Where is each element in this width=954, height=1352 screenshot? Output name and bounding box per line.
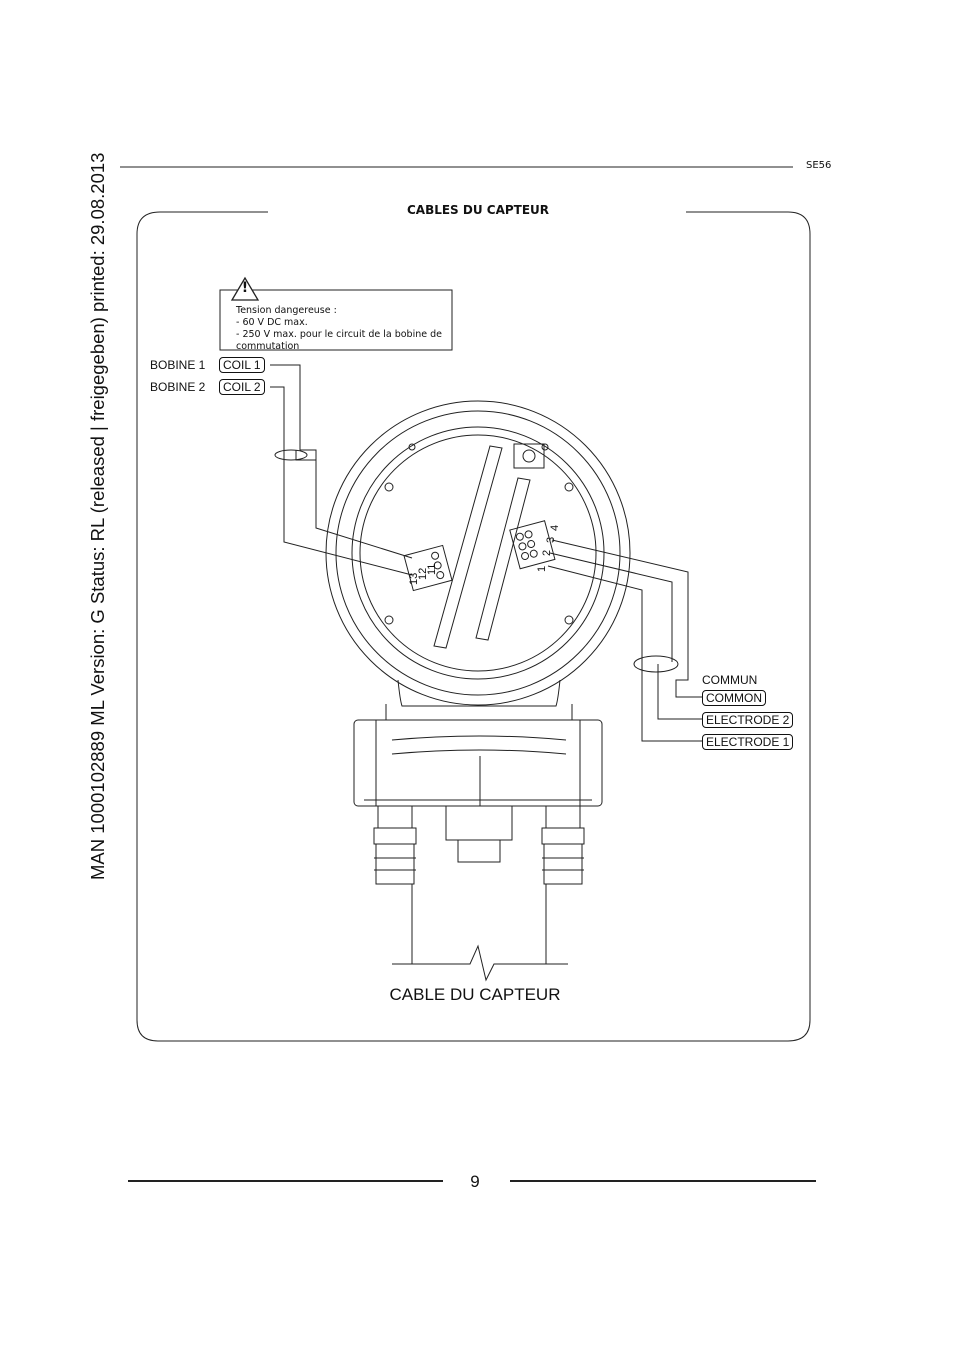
board-rail-right [475, 477, 531, 641]
housing-outer [325, 400, 631, 706]
coil-2-tag: COIL 2 [219, 379, 265, 395]
terminal-label-4: 4 [549, 524, 561, 531]
warning-box [219, 289, 453, 351]
warning-line: - 60 V DC max. [236, 317, 308, 328]
page-number: 9 [470, 1172, 480, 1191]
electrode-1-tag: ELECTRODE 1 [702, 734, 794, 750]
coil-1-tag: COIL 1 [219, 357, 265, 373]
common-label: COMMUN [702, 673, 758, 687]
section-code: SE56 [806, 160, 832, 171]
diagram-caption: CABLE DU CAPTEUR [389, 985, 561, 1004]
terminal-label-2: 2 [541, 549, 553, 556]
wire-common [551, 539, 760, 698]
board-rail-left [433, 445, 503, 649]
wire-coil-1 [270, 364, 413, 559]
terminal-label-1: 1 [536, 565, 548, 572]
terminal-label-11: 11 [426, 563, 438, 575]
lower-housing [353, 719, 603, 807]
warning-line: commutation [236, 341, 300, 352]
cable-break-symbol [392, 944, 568, 982]
coil-1-label: BOBINE 1 [150, 358, 206, 372]
warning-symbol: ! [241, 280, 249, 296]
housing-inner [351, 426, 605, 680]
electrode-2-tag: ELECTRODE 2 [702, 712, 794, 728]
terminal-label-3: 3 [545, 536, 557, 543]
warning-line: Tension dangereuse : [236, 305, 337, 316]
coil-2-label: BOBINE 2 [150, 380, 206, 394]
terminal-block-coils [403, 544, 453, 592]
common-tag: COMMON [702, 690, 766, 706]
terminal-block-electrodes [509, 520, 556, 570]
diagram-frame [136, 211, 811, 1042]
warning-line: - 250 V max. pour le circuit de la bobin… [236, 329, 442, 340]
warning-text: Tension dangereuse : - 60 V DC max. - 25… [236, 305, 446, 353]
warning-triangle-icon [230, 276, 260, 301]
section-title: CABLES DU CAPTEUR [406, 203, 550, 217]
wire-coil-2 [270, 386, 413, 576]
